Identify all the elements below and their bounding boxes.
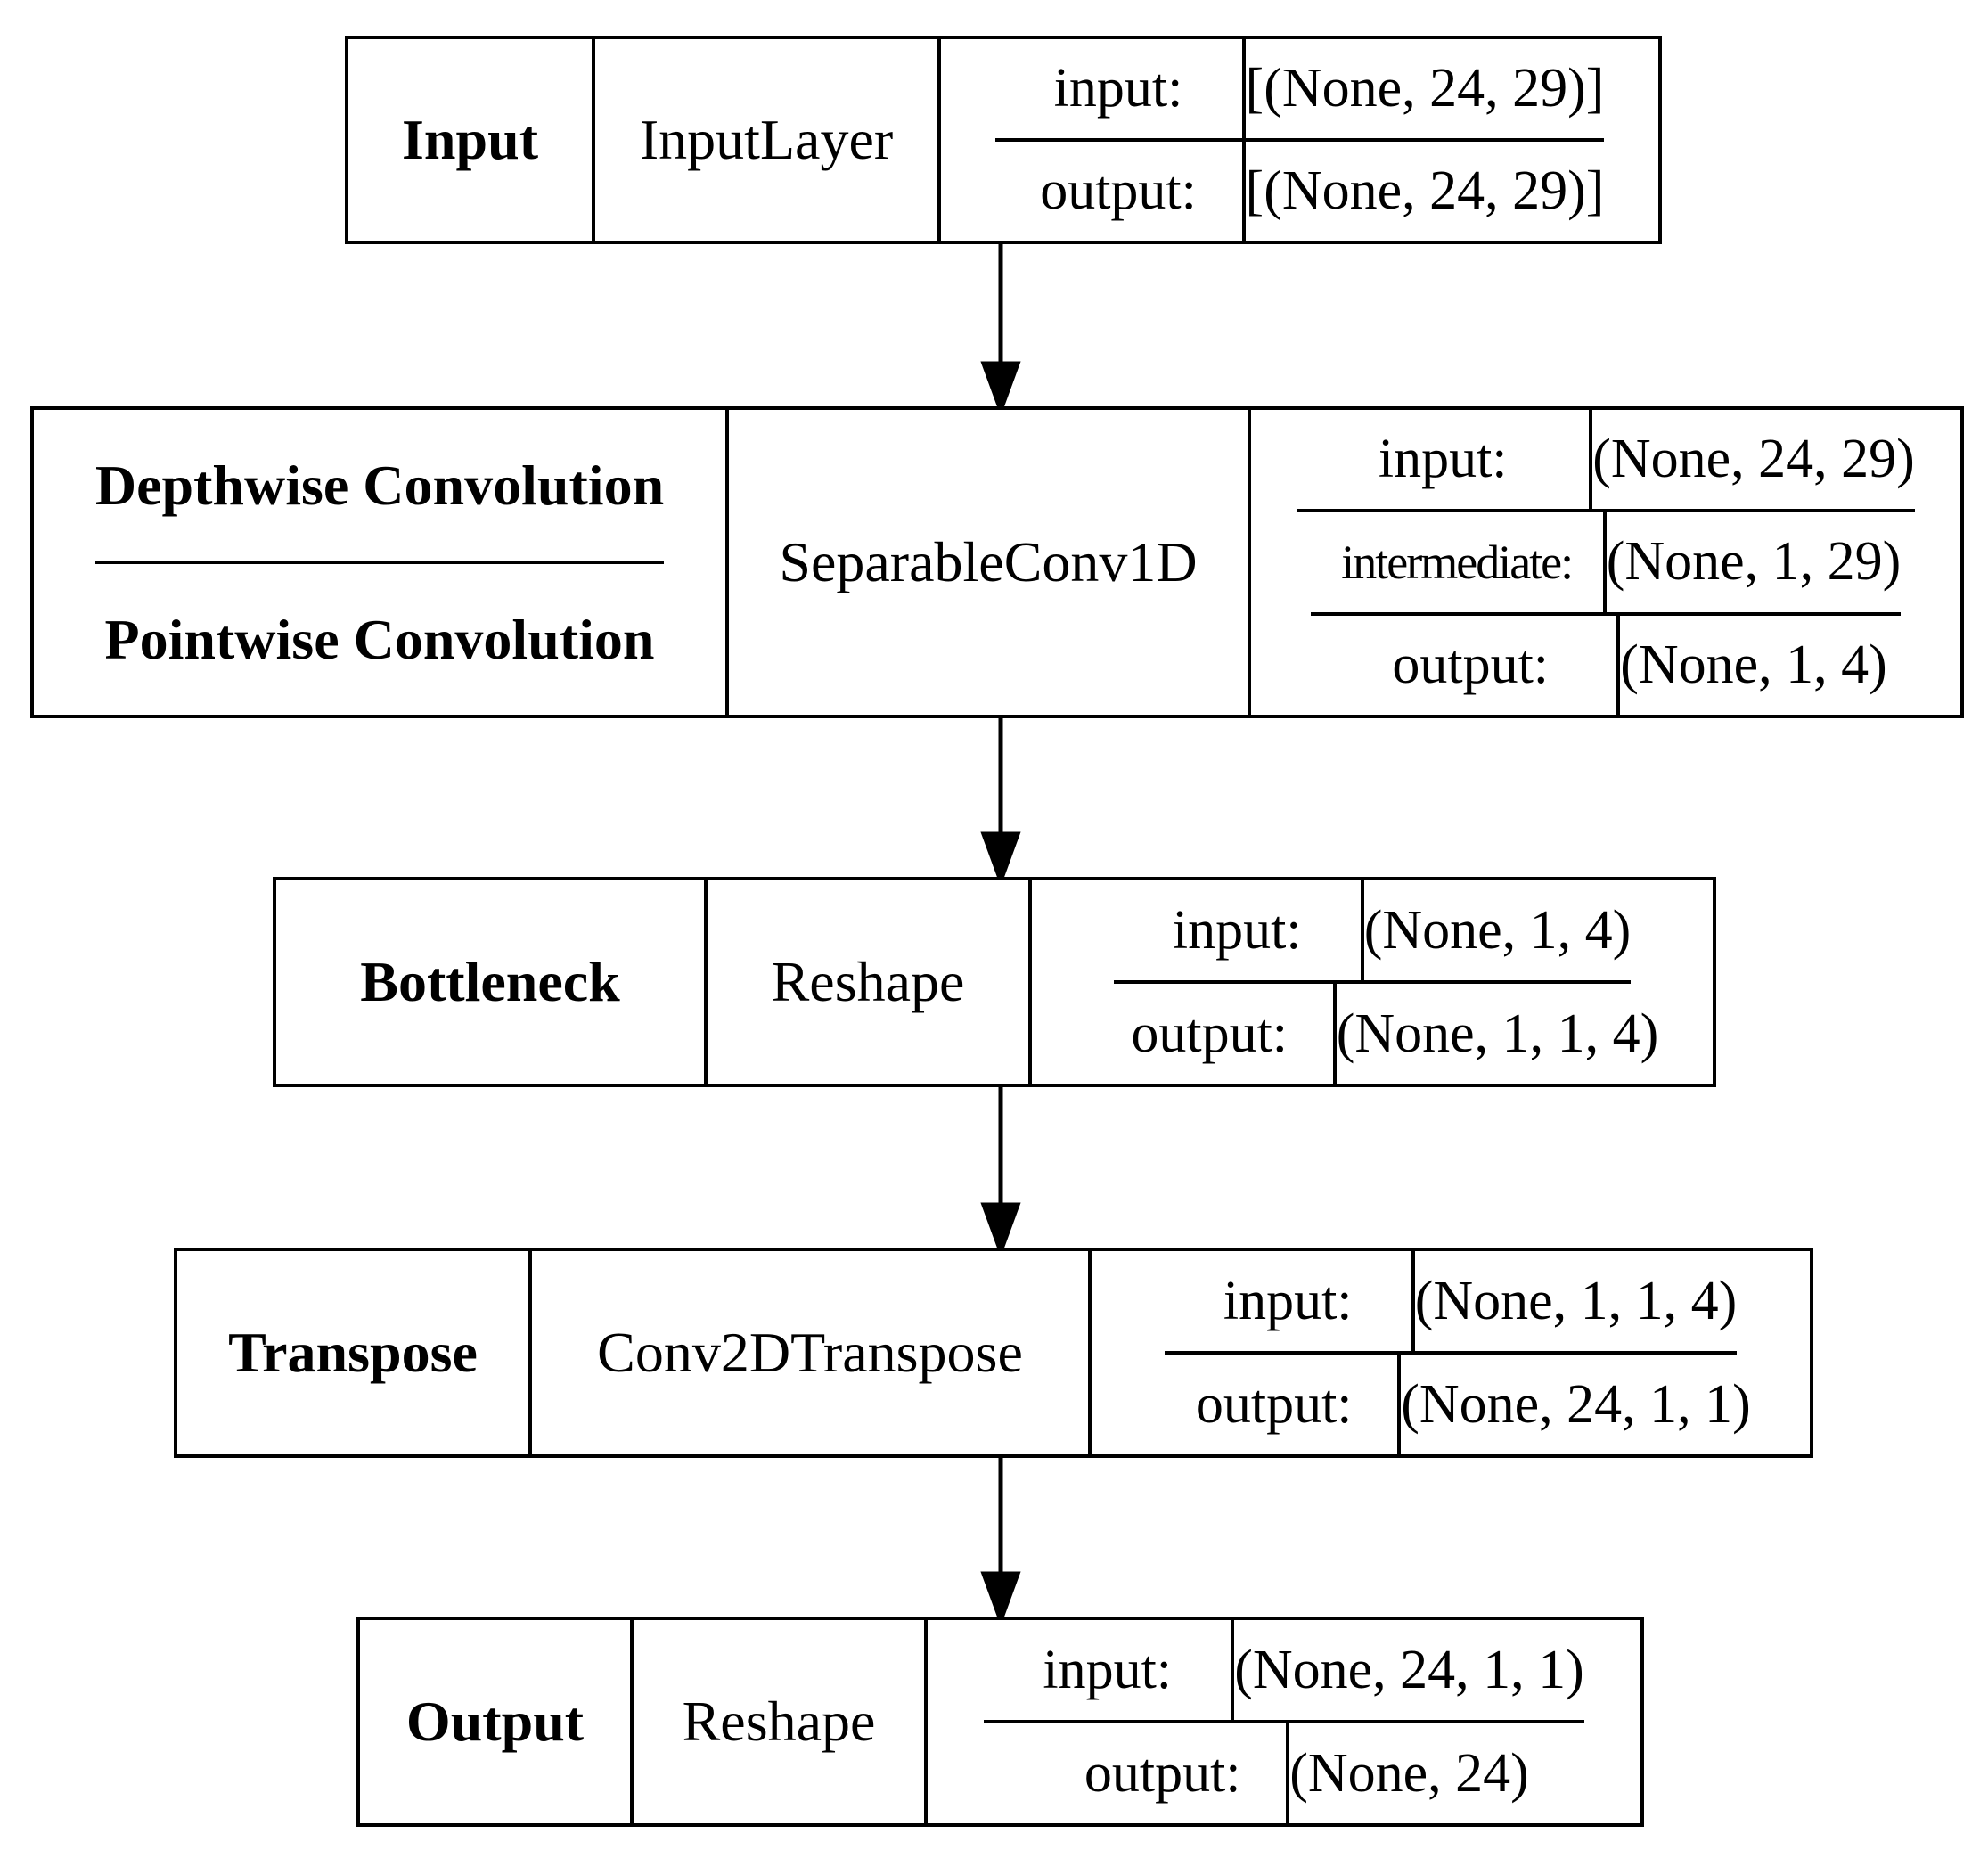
input-shape: (None, 24, 1, 1) <box>1234 1639 1584 1700</box>
layer-name: Bottleneck <box>360 950 620 1013</box>
input-shape: [(None, 24, 29)] <box>1245 58 1605 119</box>
layer-type: SeparableConv1D <box>779 530 1198 593</box>
layer-name: Output <box>405 1690 585 1753</box>
layer-bottleneck: Bottleneck Reshape input: (None, 1, 4) ou… <box>273 877 1716 1087</box>
layer-name: Transpose <box>228 1321 478 1384</box>
layer-name-depthwise: Depthwise Convolution <box>94 453 665 517</box>
output-label: output: <box>1195 1373 1353 1435</box>
arrowhead-sepconv-to-bottleneck <box>980 831 1021 888</box>
output-label: output: <box>1040 160 1197 221</box>
layer-input: Input InputLayer input:[(None, 24, 29)] … <box>345 36 1662 244</box>
output-label: output: <box>1084 1742 1241 1804</box>
input-label: input: <box>1053 58 1183 119</box>
intermediate-shape: (None, 1, 29) <box>1606 531 1902 593</box>
layer-type: InputLayer <box>639 108 894 171</box>
layer-type: Reshape <box>771 950 965 1013</box>
layer-separable-conv: Depthwise Convolution Pointwise Convolut… <box>30 406 1964 718</box>
arrowhead-input-to-sepconv <box>980 361 1021 417</box>
layer-name: Input <box>402 108 538 171</box>
output-shape: (None, 24) <box>1289 1742 1529 1804</box>
layer-type: Reshape <box>682 1690 876 1753</box>
input-shape: (None, 1, 4) <box>1363 899 1632 961</box>
input-label: input: <box>1172 899 1302 961</box>
output-label: output: <box>1131 1003 1289 1064</box>
output-shape: (None, 1, 4) <box>1620 634 1887 695</box>
arrowhead-bottleneck-to-transpose <box>980 1202 1021 1258</box>
output-shape: [(None, 24, 29)] <box>1245 160 1605 221</box>
arrowhead-transpose-to-output <box>980 1571 1021 1627</box>
layer-transpose: Transpose Conv2DTranspose input: (None, 1… <box>174 1248 1813 1458</box>
intermediate-label: intermediate: <box>1341 535 1574 589</box>
input-label: input: <box>1378 429 1508 490</box>
layer-output: Output Reshape input: (None, 24, 1, 1) ou… <box>356 1617 1644 1827</box>
output-shape: (None, 1, 1, 4) <box>1336 1003 1659 1064</box>
layer-type: Conv2DTranspose <box>597 1321 1023 1384</box>
input-label: input: <box>1223 1270 1353 1331</box>
input-shape: (None, 1, 1, 4) <box>1414 1270 1738 1331</box>
layer-name-pointwise: Pointwise Convolution <box>104 607 655 671</box>
output-shape: (None, 24, 1, 1) <box>1401 1373 1751 1435</box>
output-label: output: <box>1392 634 1550 695</box>
input-label: input: <box>1043 1639 1173 1700</box>
input-shape: (None, 24, 29) <box>1592 429 1915 490</box>
